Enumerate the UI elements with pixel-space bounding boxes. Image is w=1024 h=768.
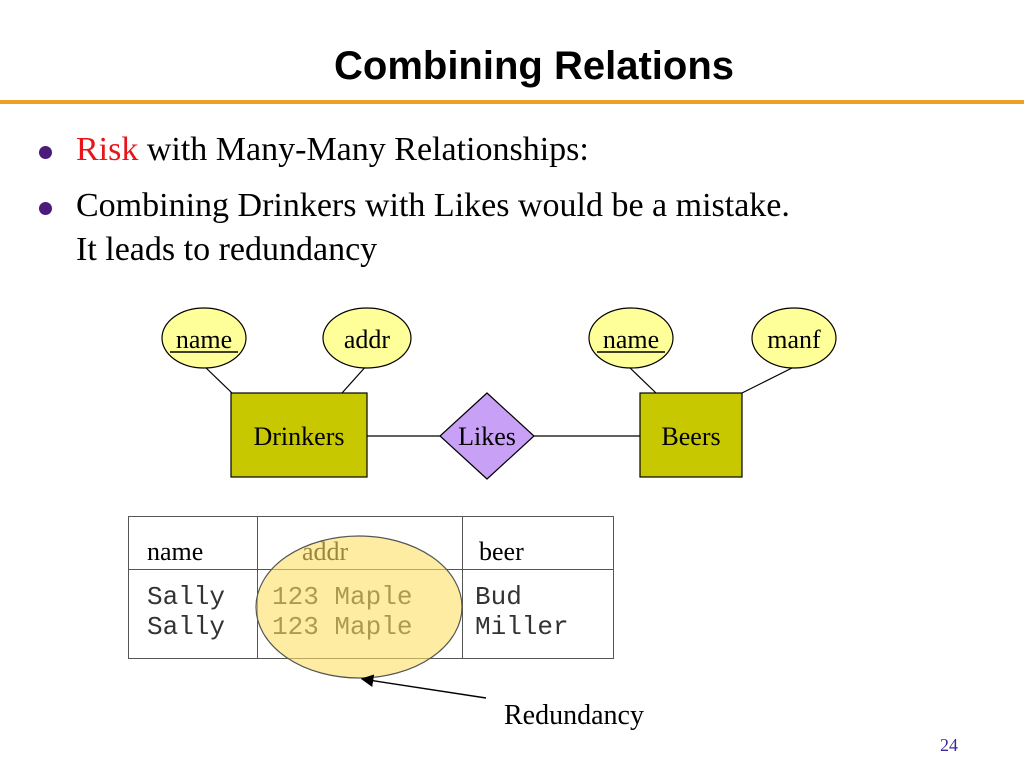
title-underline bbox=[0, 100, 1024, 104]
table-cell: Sally bbox=[128, 569, 258, 612]
attribute-label: addr bbox=[344, 325, 391, 354]
table-cell: Bud bbox=[475, 582, 522, 612]
attribute-drinkers-name: name bbox=[161, 307, 247, 369]
column-header-beer: beer bbox=[462, 516, 614, 570]
bullet-item-risk: Risk with Many-Many Relationships: bbox=[32, 128, 992, 172]
table-row: Sally 123 Maple Miller bbox=[128, 612, 614, 659]
connector-beers-manf bbox=[741, 363, 801, 394]
attribute-ellipse bbox=[588, 307, 674, 369]
bullet-item-combining: Combining Drinkers with Likes would be a… bbox=[32, 184, 992, 272]
attribute-ellipse bbox=[322, 307, 412, 369]
attribute-label: name bbox=[176, 325, 232, 354]
relationship-likes: Likes bbox=[439, 392, 535, 480]
table-cell: 123 Maple bbox=[257, 569, 463, 612]
attribute-label: name bbox=[603, 325, 659, 354]
entity-label: Beers bbox=[661, 422, 720, 451]
connector-drinkers-name bbox=[203, 365, 233, 394]
attribute-label: manf bbox=[767, 325, 821, 354]
column-header-name: name bbox=[128, 516, 258, 570]
attribute-drinkers-addr: addr bbox=[322, 307, 412, 369]
bullet-list: Risk with Many-Many Relationships: Combi… bbox=[32, 128, 992, 284]
entity-label: Drinkers bbox=[254, 422, 345, 451]
risk-word: Risk bbox=[76, 131, 139, 168]
attribute-ellipse bbox=[751, 307, 837, 369]
table-row: Sally 123 Maple Bud bbox=[128, 569, 614, 612]
bullet-text-line-1: Combining Drinkers with Likes would be a… bbox=[76, 187, 790, 224]
entity-beers: Beers bbox=[639, 392, 743, 478]
slide-title: Combining Relations bbox=[334, 44, 734, 88]
entity-box bbox=[230, 392, 368, 478]
column-header-addr: addr bbox=[257, 516, 463, 570]
attribute-beers-name: name bbox=[588, 307, 674, 369]
entity-drinkers: Drinkers bbox=[230, 392, 368, 478]
table-cell: 123 Maple bbox=[257, 612, 463, 659]
relationship-diamond bbox=[439, 392, 535, 480]
attribute-ellipse bbox=[161, 307, 247, 369]
bullet-dot-icon bbox=[39, 146, 52, 159]
slide-number: 24 bbox=[940, 735, 958, 755]
combined-relation-table: name addr beer Sally 123 Maple Bud Sally… bbox=[128, 516, 614, 659]
table-header-row: name addr beer bbox=[128, 516, 614, 570]
table-cell: Sally bbox=[128, 612, 258, 659]
connector-drinkers-addr bbox=[341, 363, 369, 394]
table-cell: Miller bbox=[475, 612, 569, 642]
attribute-beers-manf: manf bbox=[751, 307, 837, 369]
bullet-text: with Many-Many Relationships: bbox=[138, 131, 589, 168]
connector-beers-name bbox=[627, 365, 657, 394]
bullet-text-line-2: It leads to redundancy bbox=[76, 231, 378, 268]
entity-box bbox=[639, 392, 743, 478]
bullet-dot-icon bbox=[39, 202, 52, 215]
relationship-label: Likes bbox=[458, 422, 516, 451]
redundancy-label: Redundancy bbox=[504, 700, 644, 731]
